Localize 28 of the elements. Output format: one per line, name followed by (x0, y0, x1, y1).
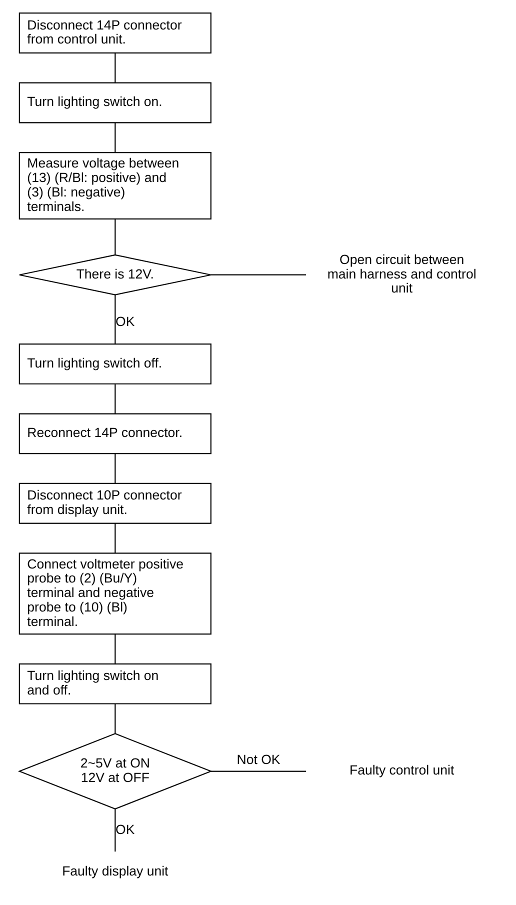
node-diamond: There is 12V. (18, 254, 211, 296)
connector (210, 274, 306, 276)
connector (114, 123, 116, 152)
node-text: Faulty display unit (62, 863, 168, 878)
edge-label: Not OK (236, 752, 280, 768)
connector (114, 384, 116, 414)
connector (114, 704, 116, 734)
connector (114, 454, 116, 484)
node-box: Turn lighting switch off. (18, 343, 211, 384)
connector (114, 524, 116, 554)
node-box: Measure voltage between (13) (R/Bl: positive) and (3) (Bl: negative) terminals. (18, 152, 211, 220)
node-box: Turn lighting switch on. (18, 82, 211, 124)
node-text: Open circuit between main harness and control unit (326, 252, 476, 296)
connector (114, 53, 116, 83)
connector (114, 294, 116, 344)
node-box: Disconnect 10P connector from display unit. (18, 482, 211, 524)
node-box: Disconnect 14P connector from control unit. (18, 12, 211, 54)
node-text: Faulty control unit (348, 762, 454, 778)
edge-label: OK (115, 314, 134, 329)
connector (114, 219, 116, 255)
connector (210, 770, 306, 772)
node-box: Turn lighting switch on and off. (18, 663, 211, 704)
edge-label: OK (115, 822, 134, 837)
node-box: Connect voltmeter positive probe to (2) (Bu/Y) terminal and negative probe to (10) (Bl) terminal. (18, 552, 211, 635)
node-box: Reconnect 14P connector. (18, 413, 211, 454)
connector (114, 634, 116, 664)
node-diamond: 2~5V at ON 12V at OFF (17, 733, 212, 810)
connector (114, 809, 116, 852)
